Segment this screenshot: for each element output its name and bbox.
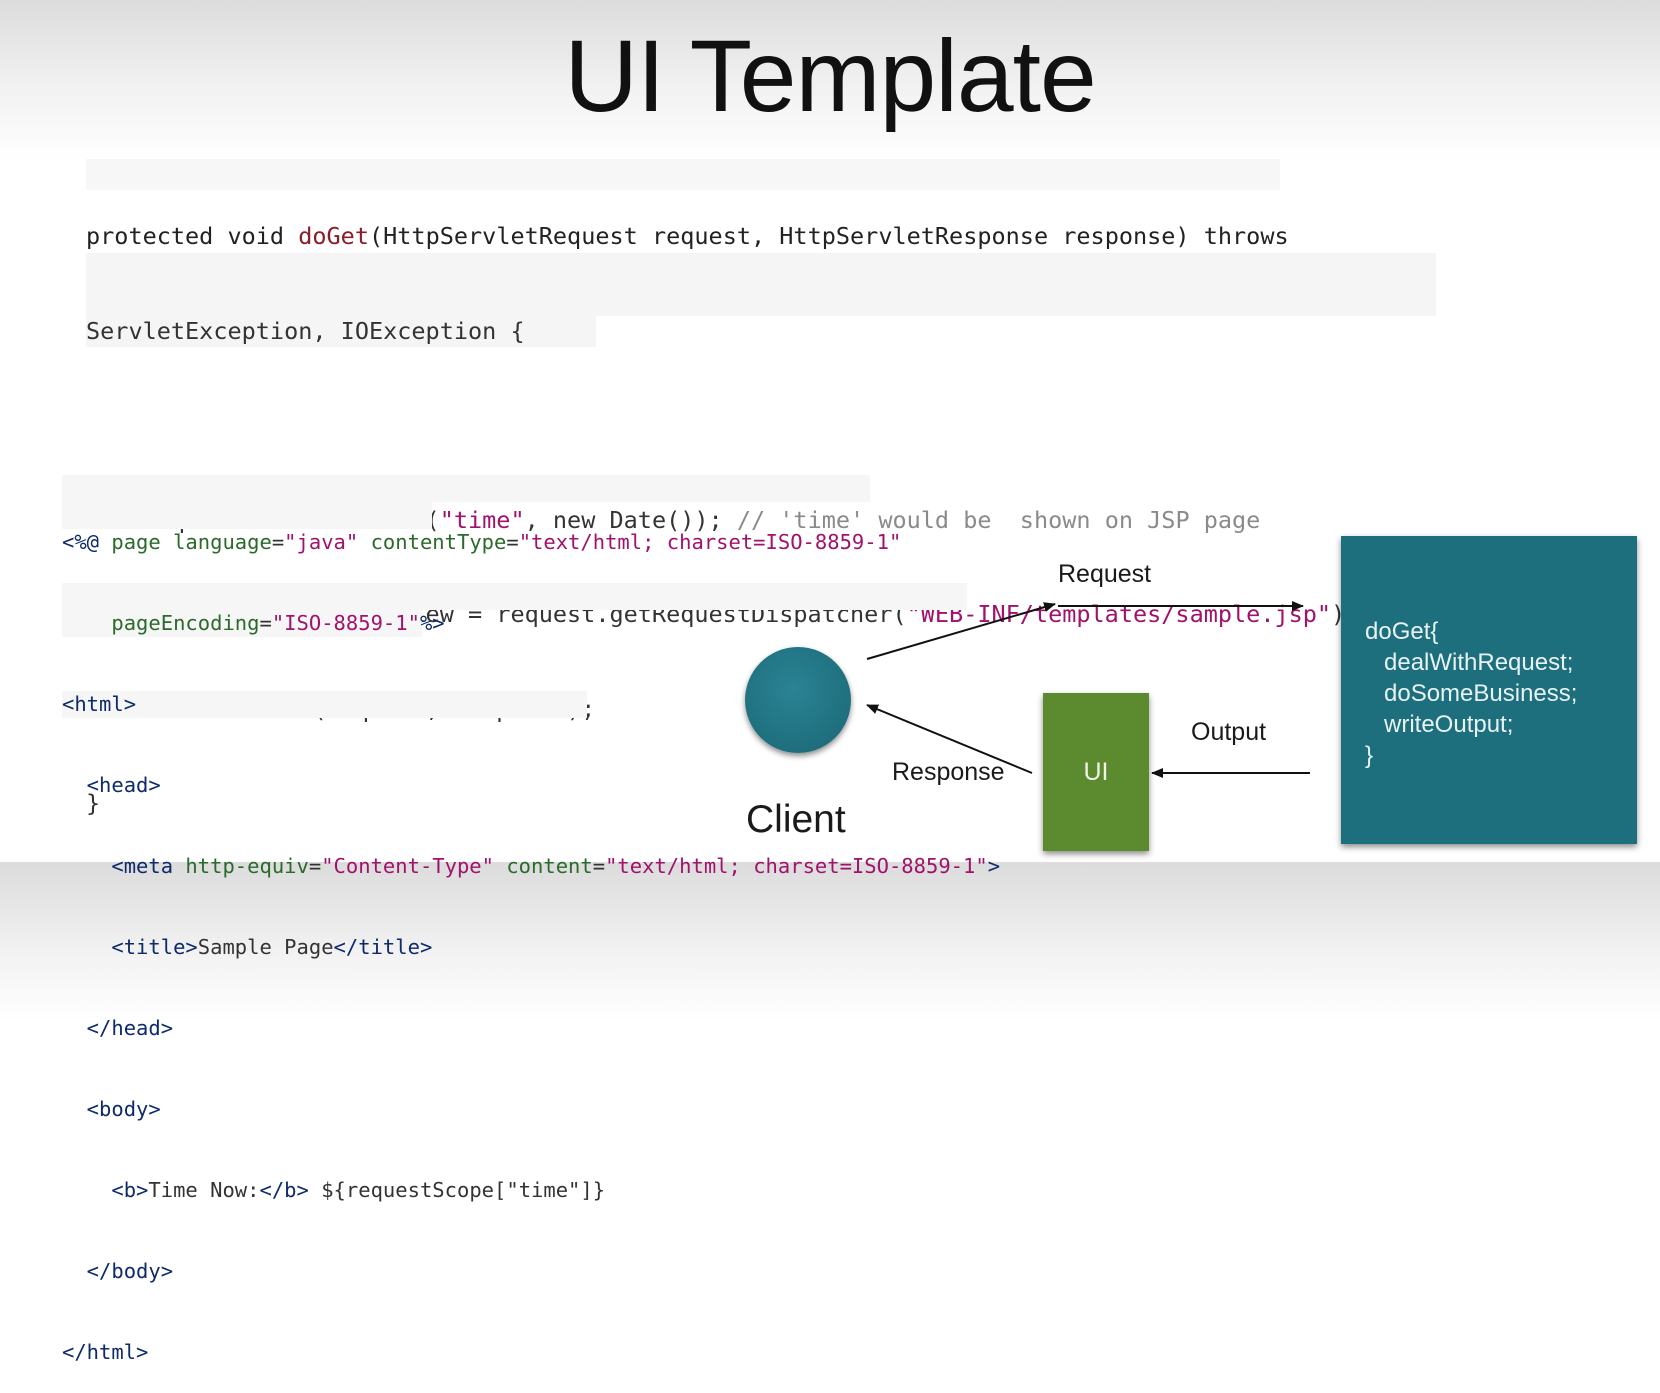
code-comment: // 'time' would be shown on JSP page	[736, 505, 1261, 534]
jsp-line: <title>Sample Page</title>	[62, 934, 1000, 961]
server-code-line: doGet{	[1365, 618, 1439, 645]
jsp-line: <%@ page language="java" contentType="te…	[62, 529, 1000, 556]
code-line: }	[86, 789, 101, 817]
server-code-line: doSomeBusiness;	[1384, 680, 1578, 707]
code-string: "WEB-INF/templates/sample.jsp"	[906, 600, 1332, 628]
code-text: protected void	[86, 222, 299, 250]
jsp-tag: <title>	[111, 935, 198, 959]
jsp-string: "ISO-8859-1"	[271, 611, 420, 635]
code-highlight	[86, 253, 1436, 316]
server-code: doGet{ dealWithRequest; doSomeBusiness; …	[1365, 616, 1577, 771]
code-highlight	[62, 691, 587, 718]
jsp-line: </head>	[62, 1016, 174, 1040]
ui-node-label: UI	[1083, 757, 1109, 786]
jsp-tag: %>	[419, 611, 445, 635]
jsp-attr: contentType	[358, 530, 507, 554]
jsp-eq: =	[271, 530, 285, 554]
code-highlight	[62, 583, 967, 610]
jsp-attr: page language	[99, 530, 272, 554]
jsp-line: </html>	[62, 1340, 149, 1364]
code-line: ServletException, IOException {	[86, 316, 525, 345]
jsp-eq: =	[259, 611, 272, 635]
code-line: protected void doGet(HttpServletRequest …	[86, 221, 1359, 253]
code-text: , new Date());	[524, 505, 737, 534]
server-node: doGet{ dealWithRequest; doSomeBusiness; …	[1341, 536, 1637, 844]
jsp-indent	[62, 1178, 111, 1202]
client-to-request-arrow	[866, 602, 1056, 660]
diagram-arrows	[866, 601, 1310, 778]
jsp-line: <b>Time Now:</b> ${requestScope["time"]}	[62, 1177, 1000, 1204]
jsp-expression: ${requestScope["time"]}	[308, 1178, 606, 1202]
jsp-tag: </b>	[259, 1178, 309, 1202]
jsp-string: "java"	[284, 530, 359, 554]
jsp-text: Time Now:	[148, 1178, 260, 1202]
code-string: "time"	[439, 505, 525, 534]
jsp-tag: </title>	[333, 935, 433, 959]
server-code-line: writeOutput;	[1384, 711, 1514, 738]
request-label: Request	[1058, 560, 1152, 588]
jsp-string: "text/html; charset=ISO-8859-1"	[518, 530, 902, 554]
jsp-indent	[62, 935, 111, 959]
jsp-eq: =	[506, 530, 519, 554]
slide-title: UI Template	[564, 19, 1096, 133]
code-highlight	[62, 502, 432, 529]
server-code-line: }	[1365, 742, 1374, 769]
ui-node: UI	[1043, 693, 1149, 851]
output-label: Output	[1191, 718, 1267, 746]
jsp-line: pageEncoding="ISO-8859-1"%>	[62, 610, 1000, 637]
client-node	[745, 647, 851, 753]
code-highlight	[62, 610, 422, 637]
client-label: Client	[746, 798, 846, 841]
code-function: doGet	[298, 222, 369, 250]
jsp-attr: pageEncoding	[111, 611, 260, 635]
server-code-line: dealWithRequest;	[1384, 649, 1574, 676]
code-highlight	[86, 316, 596, 347]
ui-to-client-response-arrow	[866, 704, 1033, 774]
jsp-line: <body>	[62, 1097, 161, 1121]
code-highlight	[62, 475, 870, 502]
code-highlight	[86, 159, 1280, 190]
jsp-line: <head>	[62, 773, 161, 797]
jsp-line: </body>	[62, 1259, 174, 1283]
code-text: (HttpServletRequest request, HttpServlet…	[368, 222, 1289, 250]
response-label: Response	[892, 758, 1005, 786]
jsp-tag: <b>	[111, 1178, 149, 1202]
jsp-text: Sample Page	[197, 935, 334, 959]
jsp-line: <html>	[62, 692, 137, 716]
jsp-tag: <%@	[62, 530, 100, 554]
